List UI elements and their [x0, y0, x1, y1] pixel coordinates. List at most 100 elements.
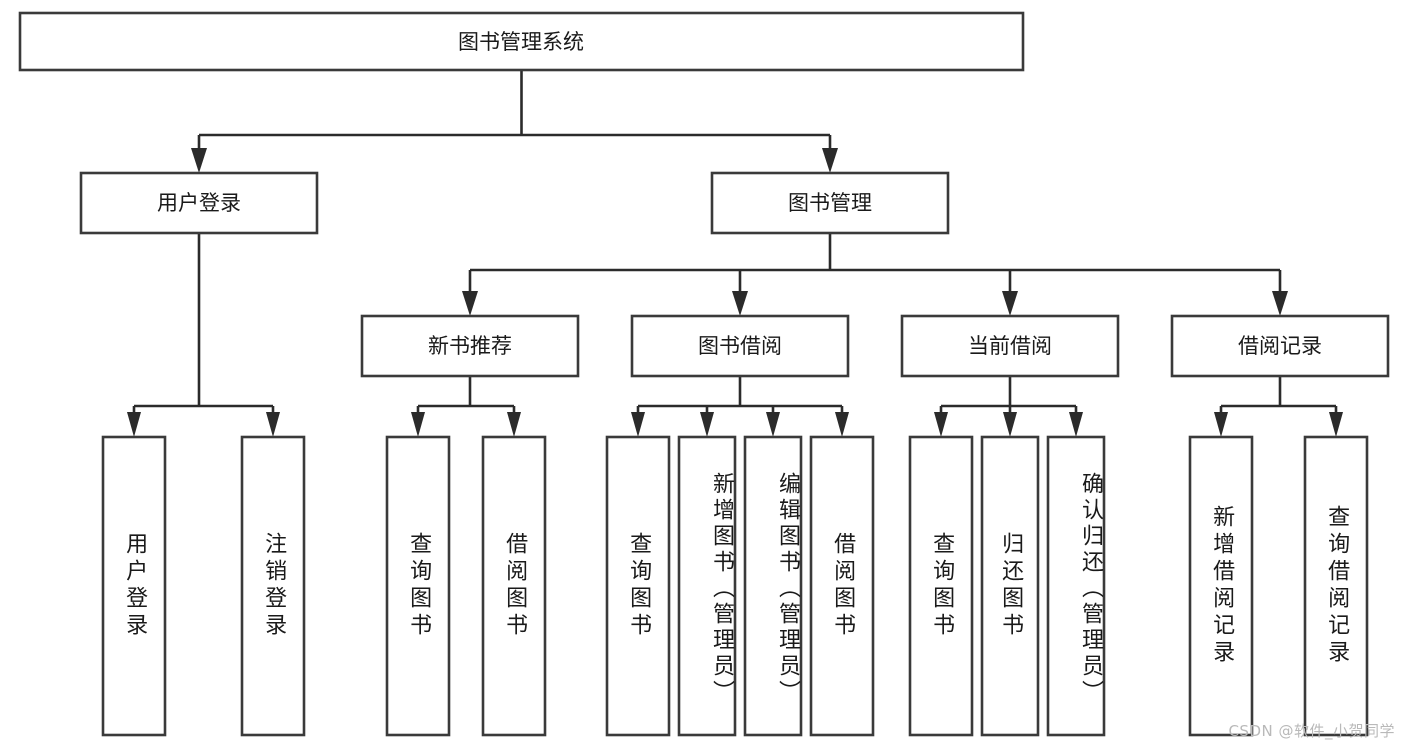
node-leaf-add-record-label: 新增借阅记录	[1209, 505, 1235, 667]
node-borrow-record[interactable]: 借阅记录	[1170, 314, 1390, 378]
node-leaf-borrow-book-2-label: 借阅图书	[830, 532, 856, 640]
node-leaf-query-book-1-text-wrap: 查询图书	[406, 532, 432, 640]
node-leaf-query-book-2-label: 查询图书	[626, 532, 652, 640]
node-new-book-rec-label: 新书推荐	[428, 334, 512, 358]
node-leaf-borrow-book-1-text-wrap: 借阅图书	[502, 532, 528, 640]
node-leaf-edit-book-label: 编辑图书（管理员）	[775, 472, 800, 706]
arrowhead-leaf-borrow-book-1	[507, 412, 521, 437]
node-leaf-query-book-3-text-wrap: 查询图书	[929, 532, 955, 640]
node-book-manage-box[interactable]	[710, 171, 950, 235]
arrowhead-leaf-add-book	[700, 412, 714, 437]
arrowhead-new-book-rec	[462, 291, 478, 316]
connector-group-new-book-rec-to-leaves	[411, 376, 521, 437]
connector-group-book-borrow-to-leaves	[631, 376, 849, 437]
node-leaf-borrow-book-1[interactable]: 借阅图书	[481, 435, 547, 737]
arrowhead-leaf-return-book	[1003, 412, 1017, 437]
node-leaf-query-book-1[interactable]: 查询图书	[385, 435, 451, 737]
node-book-manage-label: 图书管理	[788, 191, 872, 215]
node-borrow-record-box[interactable]	[1170, 314, 1390, 378]
node-leaf-query-book-1-box[interactable]	[385, 435, 451, 737]
node-leaf-return-book-text-wrap: 归还图书	[998, 532, 1024, 640]
node-leaf-return-book-box[interactable]	[980, 435, 1040, 737]
node-leaf-logout[interactable]: 注销登录	[240, 435, 306, 737]
node-leaf-logout-box[interactable]	[240, 435, 306, 737]
node-root[interactable]: 图书管理系统	[18, 11, 1025, 72]
node-book-borrow[interactable]: 图书借阅	[630, 314, 850, 378]
node-current-borrow-label: 当前借阅	[968, 334, 1052, 358]
arrowhead-leaf-query-book-1	[411, 412, 425, 437]
node-leaf-query-record-box[interactable]	[1303, 435, 1369, 737]
node-user-login-box[interactable]	[79, 171, 319, 235]
node-new-book-rec[interactable]: 新书推荐	[360, 314, 580, 378]
node-root-label: 图书管理系统	[458, 30, 584, 54]
node-user-login-label: 用户登录	[157, 191, 241, 215]
node-leaf-borrow-book-1-box[interactable]	[481, 435, 547, 737]
arrowhead-leaf-logout	[266, 412, 280, 437]
node-leaf-add-record-box[interactable]	[1188, 435, 1254, 737]
arrowhead-borrow-record	[1272, 291, 1288, 316]
node-leaf-query-book-3[interactable]: 查询图书	[908, 435, 974, 737]
node-leaf-confirm-return-label: 确认归还（管理员）	[1078, 472, 1103, 706]
node-leaf-logout-text-wrap: 注销登录	[261, 532, 287, 640]
node-leaf-query-book-2-box[interactable]	[605, 435, 671, 737]
node-leaf-query-book-2-text-wrap: 查询图书	[626, 532, 652, 640]
arrowhead-leaf-query-book-3	[934, 412, 948, 437]
connector-group-root-to-level2	[191, 70, 838, 173]
node-leaf-confirm-return-box[interactable]	[1046, 435, 1106, 737]
node-leaf-edit-book-text-wrap: 编辑图书（管理员）	[775, 472, 800, 706]
node-leaf-user-login[interactable]: 用户登录	[101, 435, 167, 737]
node-leaf-confirm-return-text-wrap: 确认归还（管理员）	[1078, 472, 1103, 706]
arrowhead-leaf-confirm-return	[1069, 412, 1083, 437]
node-leaf-query-book-1-label: 查询图书	[406, 532, 432, 640]
node-leaf-return-book-label: 归还图书	[998, 532, 1024, 640]
node-leaf-confirm-return[interactable]: 确认归还（管理员）	[1046, 435, 1106, 737]
node-user-login[interactable]: 用户登录	[79, 171, 319, 235]
node-current-borrow[interactable]: 当前借阅	[900, 314, 1120, 378]
node-new-book-rec-box[interactable]	[360, 314, 580, 378]
node-leaf-query-book-3-label: 查询图书	[929, 532, 955, 640]
arrowhead-book-borrow	[732, 291, 748, 316]
arrowhead-leaf-query-record	[1329, 412, 1343, 437]
node-leaf-query-record-label: 查询借阅记录	[1324, 505, 1350, 667]
node-leaf-borrow-book-2-text-wrap: 借阅图书	[830, 532, 856, 640]
connector-group-book-manage-to-level3	[462, 233, 1288, 316]
node-leaf-query-book-3-box[interactable]	[908, 435, 974, 737]
arrowhead-book-manage	[822, 148, 838, 173]
node-leaf-query-record-text-wrap: 查询借阅记录	[1324, 505, 1350, 667]
node-leaf-return-book[interactable]: 归还图书	[980, 435, 1040, 737]
node-leaf-edit-book[interactable]: 编辑图书（管理员）	[743, 435, 803, 737]
node-book-borrow-label: 图书借阅	[698, 334, 782, 358]
node-leaf-borrow-book-1-label: 借阅图书	[502, 532, 528, 640]
node-leaf-query-book-2[interactable]: 查询图书	[605, 435, 671, 737]
node-leaf-user-login-text-wrap: 用户登录	[122, 532, 148, 640]
arrowhead-leaf-add-record	[1214, 412, 1228, 437]
node-leaf-add-book-label: 新增图书（管理员）	[709, 472, 734, 706]
node-leaf-borrow-book-2[interactable]: 借阅图书	[809, 435, 875, 737]
node-leaf-user-login-box[interactable]	[101, 435, 167, 737]
node-book-manage[interactable]: 图书管理	[710, 171, 950, 235]
node-book-borrow-box[interactable]	[630, 314, 850, 378]
connector-group-current-borrow-to-leaves	[934, 376, 1083, 437]
node-leaf-add-book[interactable]: 新增图书（管理员）	[677, 435, 737, 737]
arrowhead-leaf-user-login	[127, 412, 141, 437]
node-current-borrow-box[interactable]	[900, 314, 1120, 378]
connector-group-borrow-record-to-leaves	[1214, 376, 1343, 437]
arrowhead-user-login	[191, 148, 207, 173]
node-leaf-add-book-box[interactable]	[677, 435, 737, 737]
node-leaf-borrow-book-2-box[interactable]	[809, 435, 875, 737]
node-leaf-logout-label: 注销登录	[261, 532, 287, 640]
node-leaf-query-record[interactable]: 查询借阅记录	[1303, 435, 1369, 737]
arrowhead-current-borrow	[1002, 291, 1018, 316]
node-leaf-add-book-text-wrap: 新增图书（管理员）	[709, 472, 734, 706]
node-root-box[interactable]	[18, 11, 1025, 72]
arrowhead-leaf-borrow-book-2	[835, 412, 849, 437]
arrowhead-leaf-query-book-2	[631, 412, 645, 437]
connector-group-user-login-to-leaves	[127, 233, 280, 437]
node-leaf-add-record-text-wrap: 新增借阅记录	[1209, 505, 1235, 667]
node-borrow-record-label: 借阅记录	[1238, 334, 1322, 358]
node-leaf-user-login-label: 用户登录	[122, 532, 148, 640]
arrowhead-leaf-edit-book	[766, 412, 780, 437]
node-leaf-edit-book-box[interactable]	[743, 435, 803, 737]
node-leaf-add-record[interactable]: 新增借阅记录	[1188, 435, 1254, 737]
